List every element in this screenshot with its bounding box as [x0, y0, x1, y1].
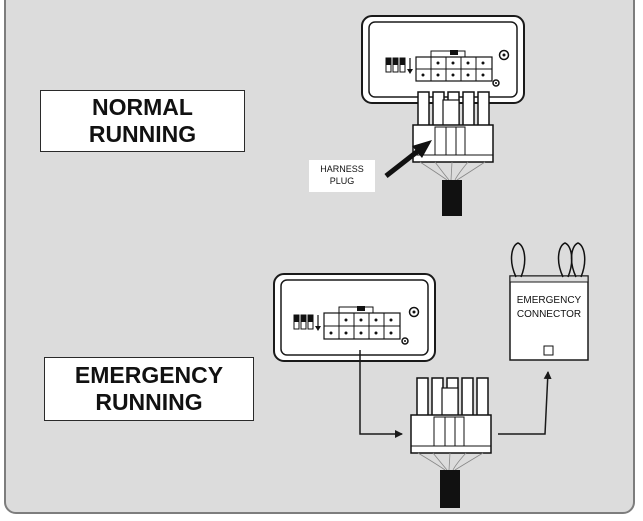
mounting-screw-icon: [401, 306, 420, 345]
cable-icon: [442, 180, 462, 216]
module-to-plug-arrow-icon: [359, 350, 403, 438]
cable-icon: [440, 470, 460, 508]
plug-to-connector-arrow-icon: [498, 371, 552, 435]
mounting-screw-icon: [492, 49, 510, 87]
terminal-block-icon: [323, 306, 401, 340]
harness-plug-normal: [412, 91, 494, 216]
emergency-connector-label-line-2: CONNECTOR: [517, 309, 581, 320]
control-module-normal: [361, 15, 525, 104]
emergency-running-label: EMERGENCY RUNNING: [44, 357, 254, 421]
dip-switch-icon: [385, 57, 413, 74]
normal-running-label: NORMAL RUNNING: [40, 90, 245, 152]
normal-running-line-2: RUNNING: [88, 121, 197, 147]
control-module-emergency: [273, 273, 436, 362]
harness-plug-pointer-arrow-icon: [384, 140, 432, 178]
dip-switch-icon: [293, 314, 321, 331]
normal-running-line-1: NORMAL: [92, 94, 193, 120]
harness-plug-label-line-1: HARNESS: [320, 164, 364, 174]
harness-plug-emergency: [410, 377, 492, 508]
diagram-panel: [4, 0, 635, 514]
harness-plug-label-line-2: PLUG: [330, 176, 355, 186]
terminal-block-icon: [415, 50, 493, 82]
emergency-running-line-1: EMERGENCY: [74, 362, 224, 388]
emergency-connector-label-line-1: EMERGENCY: [517, 295, 582, 306]
emergency-running-line-2: RUNNING: [95, 389, 203, 415]
emergency-connector-icon: [509, 242, 589, 361]
